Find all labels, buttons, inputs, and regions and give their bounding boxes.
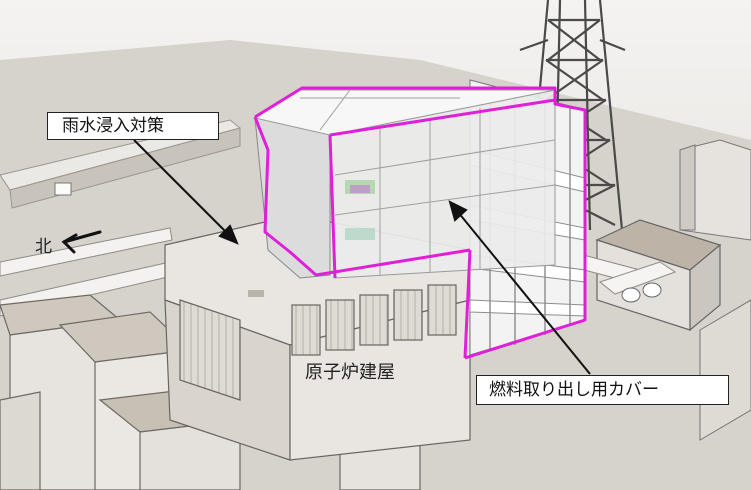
- north-arrow-icon: [61, 230, 102, 254]
- north-label: 北: [35, 237, 52, 257]
- reactor-building: [164, 214, 471, 461]
- right-buildings: [595, 139, 751, 441]
- fuel-removal-cover-label: 燃料取り出し用カバー: [476, 375, 729, 405]
- reactor-building-label: 原子炉建屋: [305, 362, 395, 383]
- cover-arrow: [457, 211, 591, 375]
- callout-arrows: [133, 139, 591, 375]
- fuel-cover-structure: [253, 79, 586, 356]
- rainwater-countermeasure-label: 雨水浸入対策: [47, 112, 219, 140]
- fuel-cover-outline: [253, 86, 587, 360]
- rainwater-arrow: [133, 139, 229, 235]
